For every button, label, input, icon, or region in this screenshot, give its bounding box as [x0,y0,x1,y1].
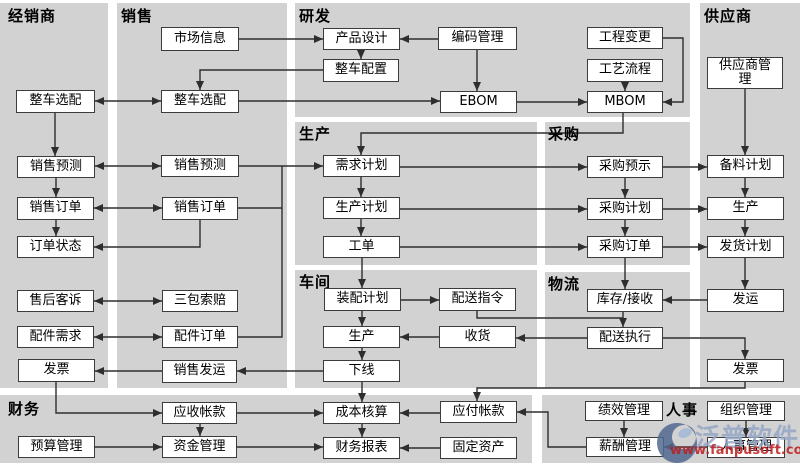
node-goods-receipt: 收货 [439,326,516,348]
node-fixed-assets: 固定资产 [440,437,517,459]
node-personnel-management: 人事管理 [707,437,785,458]
node-workshop-production: 生产 [323,326,400,348]
node-delivery-execution: 配送执行 [587,327,663,349]
node-code-management: 编码管理 [438,27,517,50]
section-label-supplier: 供应商 [704,7,753,25]
node-parts-order: 配件订单 [162,326,238,348]
node-delivery-plan: 发货计划 [707,236,784,258]
section-label-dealer: 经销商 [8,7,57,25]
node-sales-forecast-dealer: 销售预测 [17,156,95,178]
node-delivery-instruction: 配送指令 [439,288,516,311]
node-material-prep-plan: 备料计划 [707,155,784,178]
node-process-flow: 工艺流程 [587,59,663,82]
node-parts-demand: 配件需求 [17,326,94,348]
node-purchase-plan: 采购计划 [587,198,663,220]
section-label-production: 生产 [299,125,332,143]
node-accounts-receivable: 应收帐款 [162,402,237,424]
section-label-purchasing: 采购 [548,125,581,143]
node-order-status: 订单状态 [17,236,94,258]
node-ebom: EBOM [440,91,517,113]
node-sales-forecast-sales: 销售预测 [161,155,239,177]
node-production-plan: 生产计划 [323,197,400,219]
section-label-hr: 人事 [666,401,699,419]
node-purchase-order: 采购订单 [587,236,663,258]
node-warranty-claim: 三包索赔 [162,290,238,312]
node-sales-order-dealer: 销售订单 [17,197,94,220]
node-budget-management: 预算管理 [18,436,95,458]
node-organization-management: 组织管理 [707,401,785,421]
section-label-logistics: 物流 [548,275,581,293]
node-demand-plan: 需求计划 [323,155,400,177]
node-mbom: MBOM [587,91,663,113]
node-inventory-receiving: 库存/接收 [587,289,663,312]
section-label-finance: 财务 [8,400,41,418]
node-offline: 下线 [323,360,400,382]
node-market-info: 市场信息 [161,27,239,51]
section-label-sales: 销售 [121,7,154,25]
node-performance-management: 绩效管理 [585,401,663,421]
node-vehicle-configuration: 整车配置 [323,59,399,82]
node-invoice-supplier: 发票 [707,359,784,382]
section-label-workshop: 车间 [299,273,332,291]
node-sales-order-sales: 销售订单 [162,197,238,220]
node-invoice-dealer: 发票 [18,359,95,382]
section-label-rnd: 研发 [299,7,332,25]
node-purchase-forecast: 采购预示 [587,156,663,178]
node-work-order: 工单 [323,236,400,258]
node-supplier-shipping: 发运 [707,289,784,312]
node-vehicle-option-dealer: 整车选配 [16,90,95,113]
node-assembly-plan: 装配计划 [324,288,401,311]
node-compensation-management: 薪酬管理 [586,437,664,457]
node-aftersales-complaint: 售后客诉 [17,290,94,312]
node-financial-report: 财务报表 [323,437,400,459]
node-product-design: 产品设计 [323,28,400,50]
node-sales-shipping: 销售发运 [162,360,237,383]
node-vehicle-option-sales: 整车选配 [161,90,239,113]
node-supplier-management: 供应商管 理 [707,57,783,89]
node-cost-accounting: 成本核算 [323,402,400,424]
node-fund-management: 资金管理 [162,436,237,458]
node-supplier-production: 生产 [707,197,784,220]
node-engineering-change: 工程变更 [587,27,663,49]
node-accounts-payable: 应付帐款 [440,401,517,423]
